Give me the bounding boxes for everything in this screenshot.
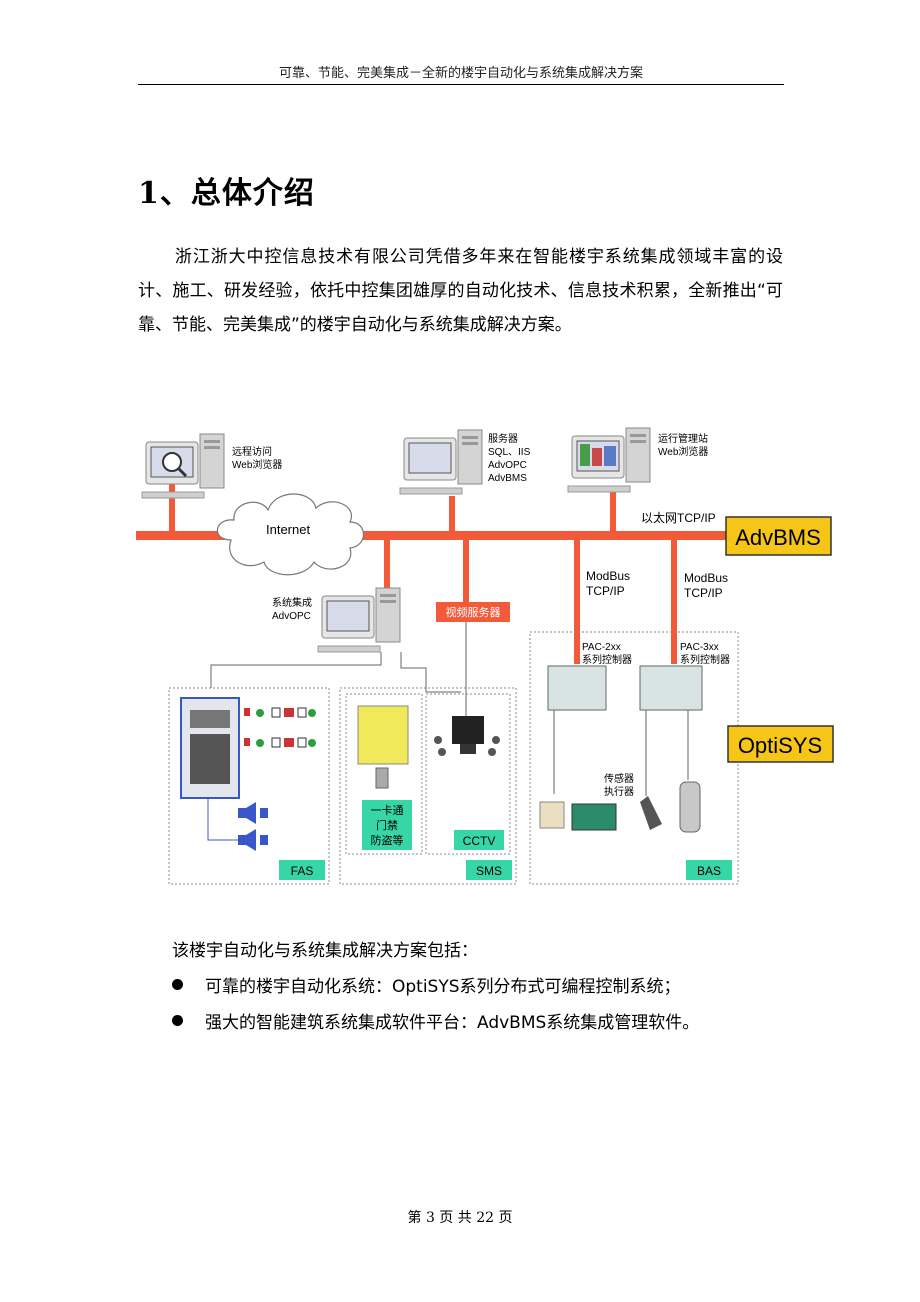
server-label-3: AdvOPC (488, 460, 527, 471)
bullet-text: 强大的智能建筑系统集成软件平台：AdvBMS系统集成管理软件。 (205, 1013, 700, 1033)
access-controller (357, 705, 409, 765)
generator-icon (571, 803, 617, 831)
cctv-label-box (454, 830, 504, 850)
bus-drop-ops (610, 490, 616, 532)
video-server-box (436, 602, 510, 622)
fire-detector-row-2 (244, 737, 316, 748)
cctv-subgroup (425, 693, 511, 855)
ethernet-bus (136, 531, 726, 540)
header-rule (138, 84, 784, 85)
modbus-1-line2: TCP/IP (586, 584, 625, 598)
fas-label-box (279, 860, 325, 880)
bus-drop-server (449, 496, 455, 532)
internet-label: Internet (266, 522, 310, 537)
access-label-3: 防盗等 (371, 833, 404, 847)
advbms-badge-text: AdvBMS (735, 525, 821, 550)
ops-label-2: Web浏览器 (658, 445, 708, 458)
water-heater-icon (679, 781, 701, 833)
pac2-label-1: PAC-2xx (582, 642, 621, 653)
page-footer: 第 3 页 共 22 页 (407, 1210, 513, 1226)
sms-label: SMS (476, 864, 502, 878)
bullet-item: 强大的智能建筑系统集成软件平台：AdvBMS系统集成管理软件。 (172, 1008, 699, 1033)
fas-label: FAS (291, 864, 314, 878)
bus-drop-remote (169, 482, 175, 532)
server-label-1: 服务器 (488, 432, 518, 445)
ethernet-label: 以太网TCP/IP (641, 510, 716, 525)
system-architecture-diagram: 远程访问 Web浏览器 Internet 服务器 SQL、IIS AdvOPC … (136, 427, 834, 885)
bullet-dot (172, 979, 183, 990)
server-label-4: AdvBMS (488, 473, 527, 484)
sms-group (339, 687, 517, 885)
modbus-2-line2: TCP/IP (684, 586, 723, 600)
advbms-badge (725, 516, 832, 556)
modbus-2-line1: ModBus (684, 571, 728, 585)
integ-label-1: 系统集成 (272, 596, 312, 609)
access-label-box (362, 800, 412, 850)
pac3-label-2: 系列控制器 (680, 653, 730, 666)
intro-paragraph: 浙江浙大中控信息技术有限公司凭借多年来在智能楼宇系统集成领域丰富的设计、施工、研… (138, 240, 783, 342)
remote-label-2: Web浏览器 (232, 458, 282, 471)
speaker-icon (238, 802, 268, 851)
server-label-2: SQL、IIS (488, 447, 531, 458)
operations-station-computer (567, 427, 651, 493)
bullet-text: 可靠的楼宇自动化系统：OptiSYS系列分布式可编程控制系统； (205, 977, 681, 997)
cctv-monitor-icon (434, 716, 500, 756)
integration-computer (317, 587, 401, 653)
bus-drop-integ (384, 540, 390, 592)
pac2-controller (547, 665, 607, 711)
section-title: 1、总体介绍 (138, 176, 315, 211)
internet-cloud (216, 493, 365, 576)
fas-group (168, 687, 330, 885)
paragraph-text: 浙江浙大中控信息技术有限公司凭借多年来在智能楼宇系统集成领域丰富的设计、施工、研… (138, 247, 783, 335)
pac3-label-1: PAC-3xx (680, 642, 719, 653)
bus-drop-video (463, 540, 469, 602)
pac2-label-2: 系列控制器 (582, 653, 632, 666)
speaker-wiring (207, 798, 238, 841)
card-reader (375, 767, 389, 789)
bullet-item: 可靠的楼宇自动化系统：OptiSYS系列分布式可编程控制系统； (172, 972, 681, 997)
fire-detector-row-1 (244, 707, 316, 718)
video-server-label: 视频服务器 (446, 605, 501, 619)
ops-label-1: 运行管理站 (658, 432, 708, 445)
actuator-icon (640, 796, 662, 830)
sensor-label-2: 执行器 (604, 785, 634, 798)
bus-drop-pac2 (574, 540, 580, 664)
bullet-dot (172, 1015, 183, 1026)
sms-label-box (466, 860, 512, 880)
bus-drop-pac3 (671, 540, 677, 664)
integ-link-sms (400, 652, 461, 693)
access-label-2: 门禁 (376, 818, 398, 832)
bas-label-box (686, 860, 732, 880)
access-label-1: 一卡通 (371, 804, 404, 817)
fire-panel-modules (190, 734, 230, 784)
bas-label: BAS (697, 864, 721, 878)
remote-access-computer (141, 433, 225, 499)
integ-label-2: AdvOPC (272, 611, 311, 622)
solution-intro: 该楼宇自动化与系统集成解决方案包括： (172, 941, 478, 961)
optisys-badge-text: OptiSYS (738, 733, 822, 758)
fire-panel-display (190, 710, 230, 728)
page-header: 可靠、节能、完美集成－全新的楼宇自动化与系统集成解决方案 (278, 66, 643, 81)
pac3-controller (639, 665, 703, 711)
sensor-label-1: 传感器 (604, 772, 634, 785)
optisys-badge (727, 725, 834, 763)
integ-link-fas (210, 652, 382, 688)
cctv-label: CCTV (463, 834, 496, 848)
remote-label-1: 远程访问 (232, 445, 272, 458)
access-subgroup (345, 693, 423, 855)
server-computer (399, 429, 483, 495)
thermostat-icon (539, 801, 565, 829)
modbus-1-line1: ModBus (586, 569, 630, 583)
